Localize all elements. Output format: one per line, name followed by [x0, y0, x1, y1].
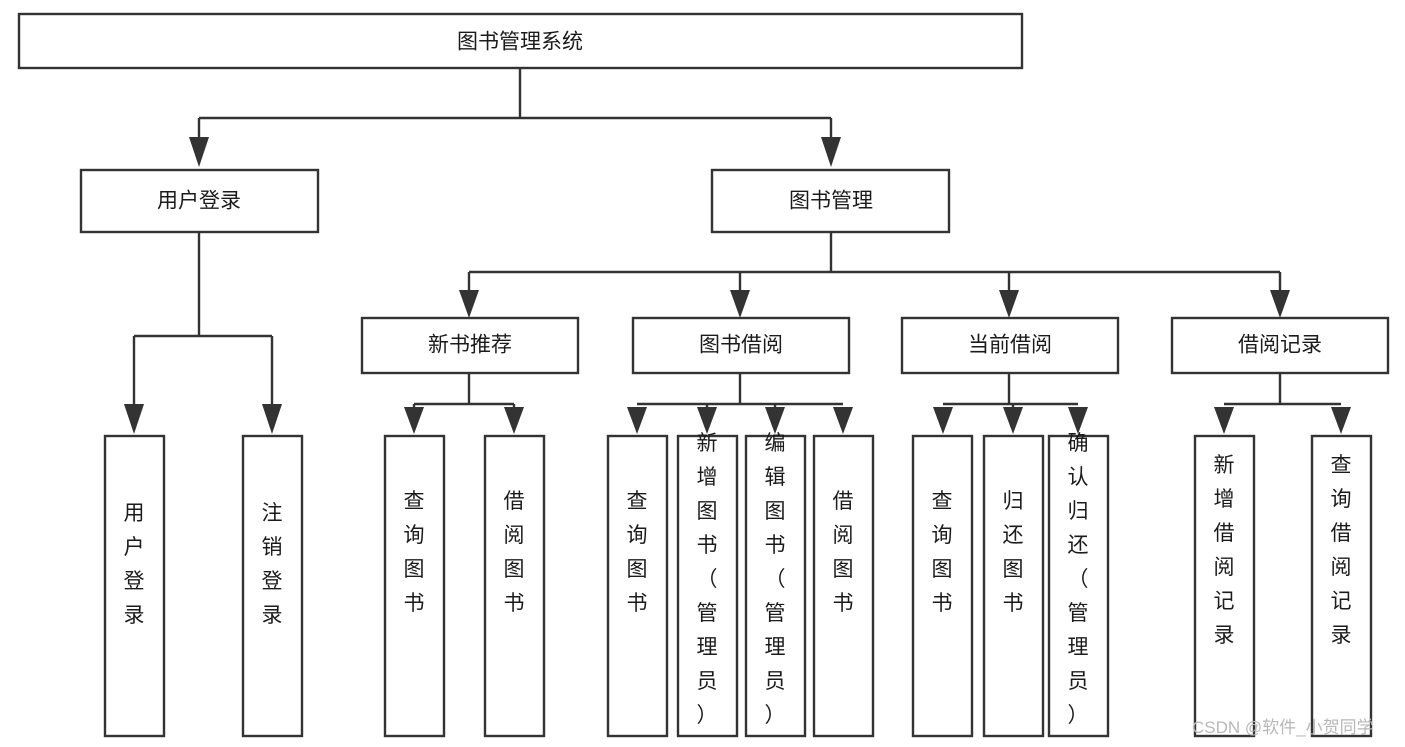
- connector-group-newbook: [404, 373, 524, 434]
- connector-group-bookborrow: [627, 373, 853, 434]
- node-leaf-cur-return-book[interactable]: 归还图书: [982, 434, 1045, 738]
- node-leaf-borrow-add-book-box[interactable]: [676, 434, 739, 738]
- node-leaf-borrow-query-book[interactable]: 查询图书: [606, 434, 669, 738]
- node-new-book-recommend[interactable]: 新书推荐: [360, 316, 580, 375]
- node-leaf-user-login[interactable]: 用户登录: [103, 434, 166, 738]
- node-leaf-cur-confirm-return[interactable]: 确认归还（管理员）: [1047, 432, 1110, 738]
- node-leaf-rec-add-record-box[interactable]: [1193, 434, 1256, 738]
- node-book-manage-box[interactable]: [710, 168, 951, 234]
- node-leaf-rec-borrow-book-label: 借阅图书: [504, 490, 525, 615]
- arrow-head-bb-edit-book: [765, 407, 785, 434]
- arrow-head-bb-query-book: [627, 407, 647, 434]
- connector-group-root: [189, 68, 841, 167]
- node-book-borrow-box[interactable]: [631, 316, 851, 375]
- csdn-watermark: CSDN @软件_小贺同学: [1192, 718, 1374, 737]
- node-current-borrow[interactable]: 当前借阅: [900, 316, 1120, 375]
- node-leaf-cur-confirm-return-label: 确认归还（管理员）: [1068, 432, 1089, 727]
- node-root-label: 图书管理系统: [457, 31, 583, 54]
- node-leaf-rec-query-book[interactable]: 查询图书: [383, 434, 446, 738]
- arrow-head-nb-query-book: [404, 407, 424, 434]
- arrow-head-bb-borrow-book: [833, 407, 853, 434]
- node-leaf-borrow-edit-book-label: 编辑图书（管理员）: [765, 432, 786, 727]
- arrow-head-bookborrow: [730, 290, 750, 318]
- node-leaf-cur-query-book[interactable]: 查询图书: [911, 434, 974, 738]
- node-user-login-label: 用户登录: [157, 190, 241, 213]
- node-new-book-recommend-box[interactable]: [360, 316, 580, 375]
- arrow-head-nb-borrow-book: [504, 407, 524, 434]
- node-leaf-rec-query-record-box[interactable]: [1310, 434, 1373, 738]
- arrow-head-cb-query-book: [933, 407, 953, 434]
- connector-group-book-manage: [459, 232, 1290, 318]
- node-leaf-borrow-borrow-book-box[interactable]: [812, 434, 875, 738]
- node-leaf-borrow-query-book-label: 查询图书: [627, 490, 648, 615]
- arrow-head-cb-confirm-return: [1068, 407, 1088, 434]
- node-leaf-borrow-add-book-label: 新增图书（管理员）: [697, 432, 718, 727]
- arrow-head-bb-add-book: [697, 407, 717, 434]
- node-user-login[interactable]: 用户登录: [79, 168, 320, 234]
- node-leaf-cur-confirm-return-box[interactable]: [1047, 434, 1110, 738]
- node-leaf-borrow-borrow-book-label: 借阅图书: [833, 490, 854, 615]
- arrow-head-leaf-user-login: [124, 404, 144, 434]
- node-leaf-rec-query-record[interactable]: 查询借阅记录: [1310, 434, 1373, 738]
- connector-group-borrowrecord: [1214, 373, 1351, 434]
- node-leaf-cur-return-book-label: 归还图书: [1003, 490, 1024, 615]
- arrow-head-user-login: [189, 137, 209, 167]
- node-leaf-borrow-add-book[interactable]: 新增图书（管理员）: [676, 432, 739, 738]
- node-leaf-user-logout[interactable]: 注销登录: [241, 434, 304, 738]
- node-leaf-rec-query-record-label: 查询借阅记录: [1331, 454, 1352, 647]
- connector-group-currentborrow: [933, 373, 1088, 434]
- arrow-head-br-query-record: [1331, 407, 1351, 434]
- node-leaf-user-logout-label: 注销登录: [262, 502, 283, 627]
- arrow-head-cb-return-book: [1003, 407, 1023, 434]
- node-leaf-cur-query-book-box[interactable]: [911, 434, 974, 738]
- node-borrow-record-label: 借阅记录: [1238, 334, 1322, 357]
- node-leaf-borrow-borrow-book[interactable]: 借阅图书: [812, 434, 875, 738]
- node-leaf-rec-borrow-book-box[interactable]: [483, 434, 546, 738]
- arrow-head-leaf-user-logout: [262, 404, 282, 434]
- node-leaf-cur-return-book-box[interactable]: [982, 434, 1045, 738]
- node-book-manage-label: 图书管理: [789, 190, 873, 213]
- connector-group-user-login: [124, 232, 282, 434]
- node-borrow-record[interactable]: 借阅记录: [1170, 316, 1390, 375]
- node-leaf-rec-query-book-box[interactable]: [383, 434, 446, 738]
- arrow-head-borrowrecord: [1270, 290, 1290, 318]
- node-book-borrow[interactable]: 图书借阅: [631, 316, 851, 375]
- node-leaf-borrow-edit-book[interactable]: 编辑图书（管理员）: [744, 432, 807, 738]
- node-leaf-rec-query-book-label: 查询图书: [404, 490, 425, 615]
- arrow-head-book-manage: [821, 137, 841, 167]
- node-leaf-rec-add-record[interactable]: 新增借阅记录: [1193, 434, 1256, 738]
- node-leaf-user-logout-box[interactable]: [241, 434, 304, 738]
- node-book-manage[interactable]: 图书管理: [710, 168, 951, 234]
- node-leaf-borrow-query-book-box[interactable]: [606, 434, 669, 738]
- node-leaf-rec-add-record-label: 新增借阅记录: [1214, 454, 1235, 647]
- node-user-login-box[interactable]: [79, 168, 320, 234]
- node-leaf-cur-query-book-label: 查询图书: [932, 490, 953, 615]
- node-borrow-record-box[interactable]: [1170, 316, 1390, 375]
- node-leaf-borrow-edit-book-box[interactable]: [744, 434, 807, 738]
- node-current-borrow-box[interactable]: [900, 316, 1120, 375]
- node-root-box[interactable]: [17, 12, 1024, 70]
- node-leaf-user-login-box[interactable]: [103, 434, 166, 738]
- node-root[interactable]: 图书管理系统: [17, 12, 1024, 70]
- arrow-head-currentborrow: [999, 290, 1019, 318]
- node-leaf-user-login-label: 用户登录: [124, 502, 145, 627]
- arrow-head-newbook: [459, 290, 479, 318]
- node-current-borrow-label: 当前借阅: [968, 334, 1052, 357]
- node-book-borrow-label: 图书借阅: [699, 334, 783, 357]
- node-leaf-rec-borrow-book[interactable]: 借阅图书: [483, 434, 546, 738]
- node-new-book-recommend-label: 新书推荐: [428, 334, 512, 357]
- arrow-head-br-add-record: [1214, 407, 1234, 434]
